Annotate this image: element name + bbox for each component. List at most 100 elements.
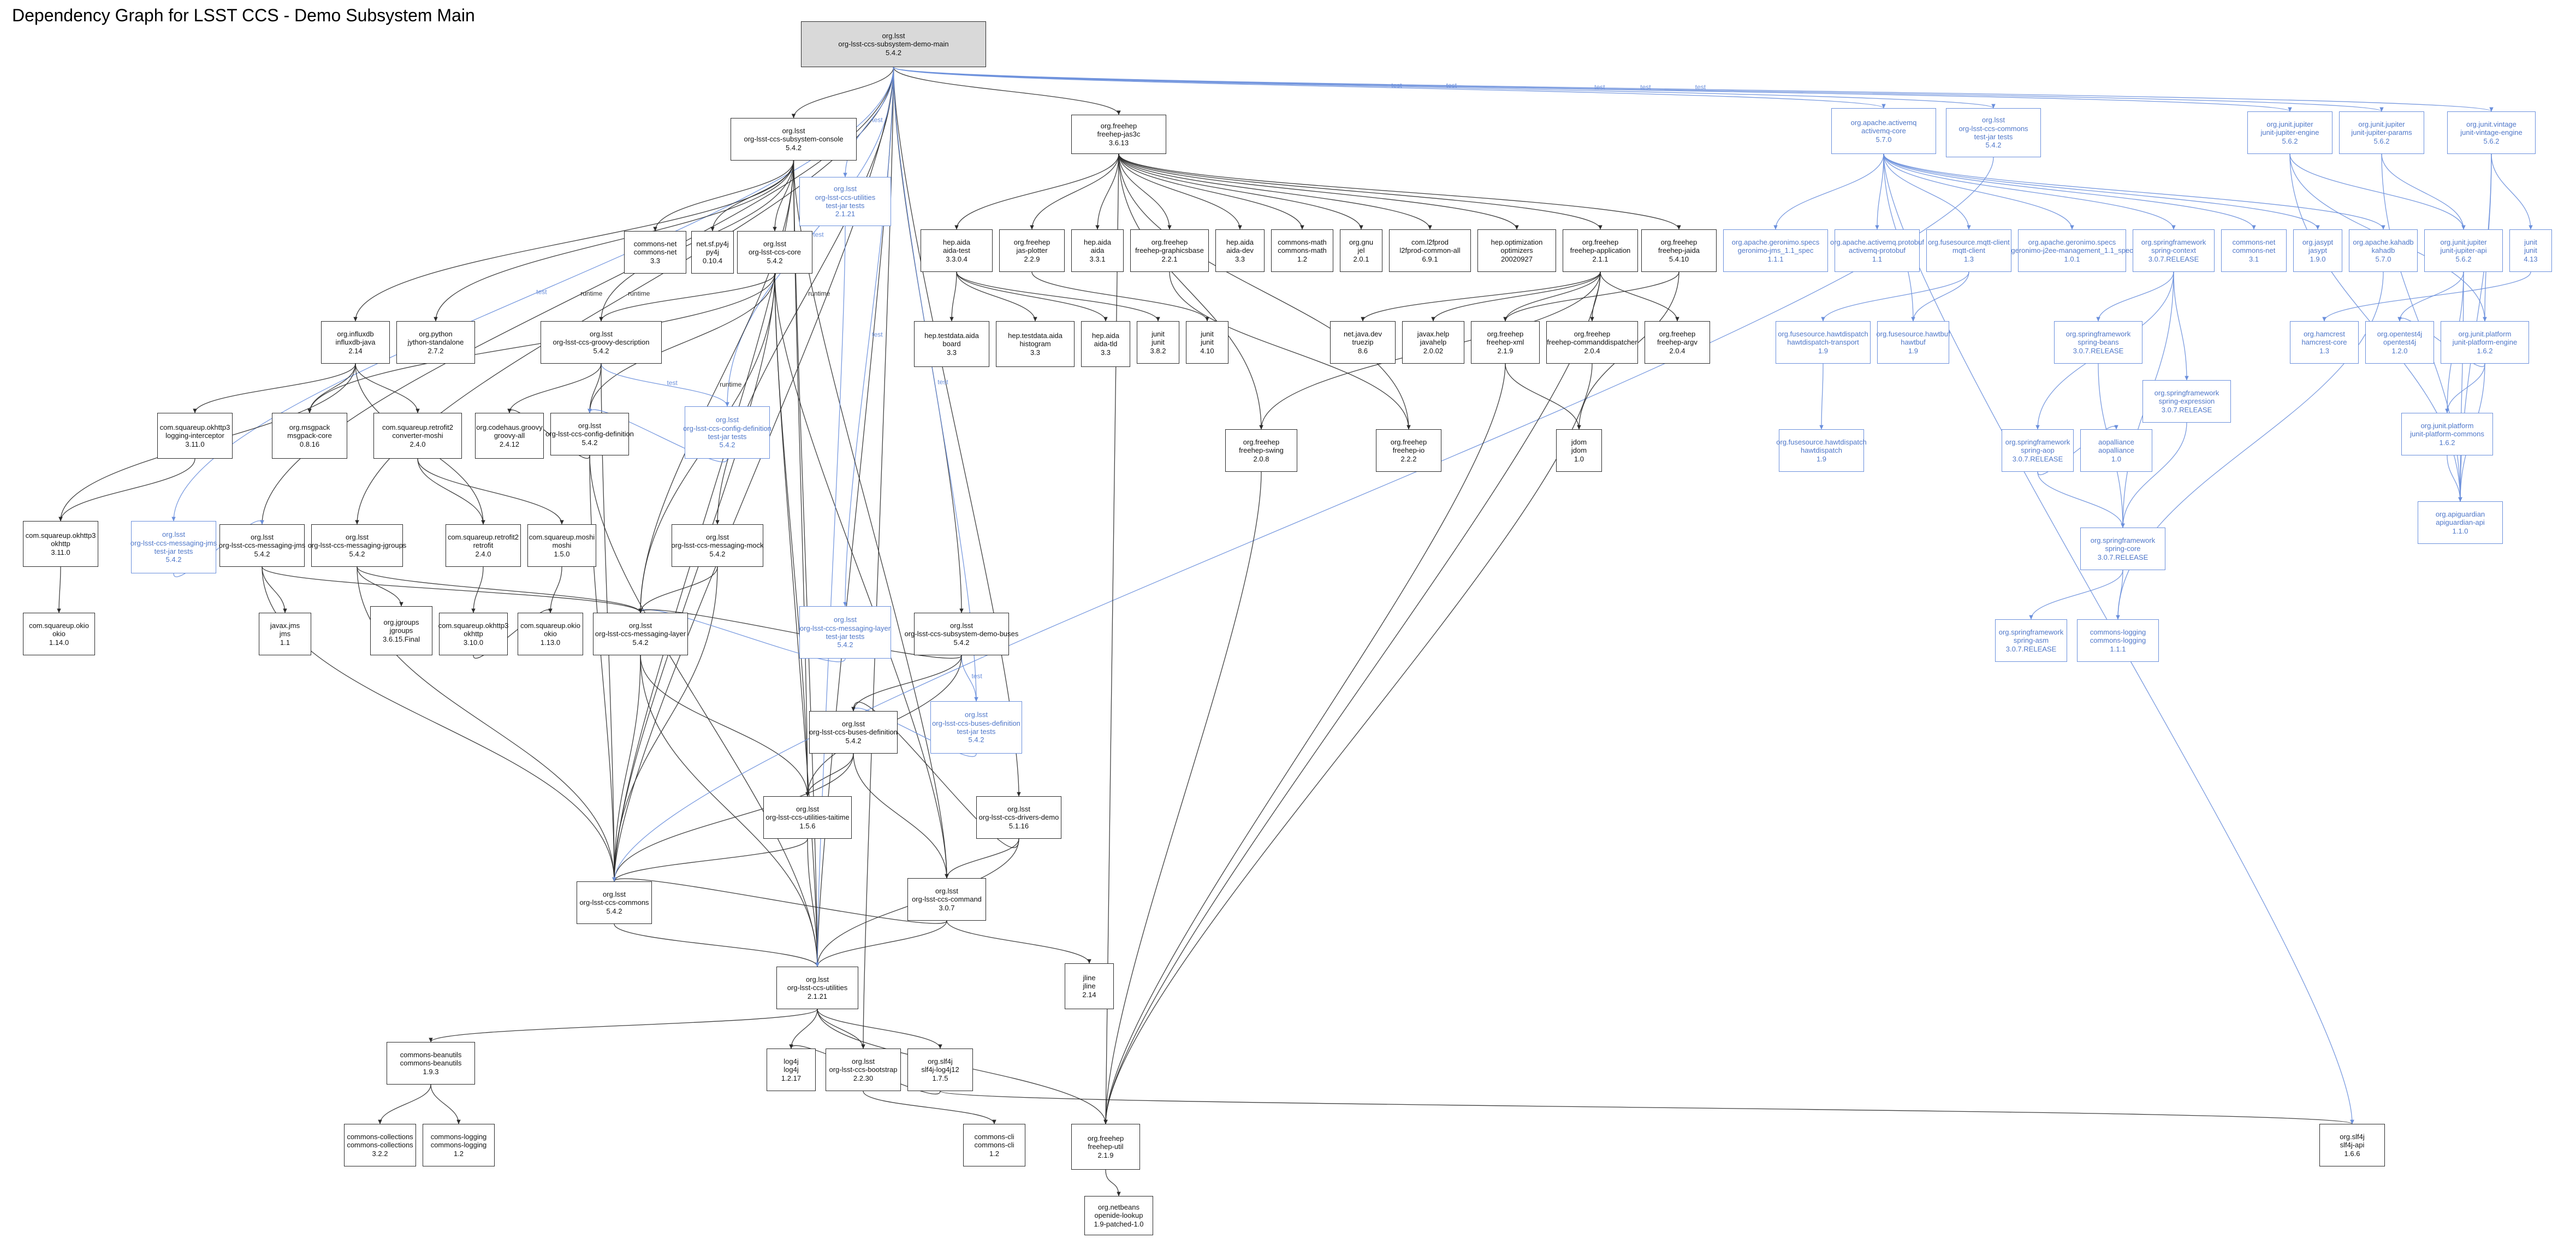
dep-node-label: 4.13: [2524, 254, 2538, 263]
dep-node-label: org.springframework: [2090, 536, 2156, 544]
dep-edge-root--bootstrap: [861, 67, 894, 1049]
dep-edge-root--buses-def-tests: [893, 67, 978, 702]
dep-node-label: org.freehep: [1151, 238, 1188, 246]
dep-edge-config-def--groovy-all: [507, 408, 590, 459]
dep-edge-root--ccs-commons: [612, 67, 894, 882]
dep-node-label: okio: [544, 630, 557, 638]
dep-node-label: org-lsst-ccs-messaging-layer: [799, 624, 891, 632]
dep-node-label: org.lsst: [965, 710, 988, 719]
dep-node-label: junit-vintage-engine: [2460, 128, 2522, 137]
dep-edge-jas3c--freehep-swing: [1118, 153, 1263, 430]
dep-node-label: 3.11.0: [51, 548, 70, 556]
dep-node-label: freehep-argv: [1657, 338, 1697, 347]
dep-node-label: spring-beans: [2078, 338, 2119, 347]
dep-node-label: 5.4.2: [632, 638, 649, 647]
dep-node-label: opentest4j: [2383, 338, 2416, 347]
dep-edge-ccs-utilities--commons-beanutils: [429, 1009, 818, 1042]
dep-node-label: commons-beanutils: [400, 1059, 462, 1068]
dep-node-label: org-lsst-ccs-utilities-taitime: [765, 813, 850, 822]
dep-edge-influxdb--msgpack: [307, 363, 356, 413]
dep-edge-aida-test--testdata-board: [949, 271, 957, 322]
dep-node-label: com.squareup.okhttp3: [159, 423, 230, 431]
dep-node-label: openide-lookup: [1094, 1211, 1143, 1220]
dep-edge-label: test: [872, 116, 883, 124]
dep-node-label: 5.4.2: [968, 736, 984, 744]
dep-edge-aida-test--testdata-hist: [956, 271, 1037, 322]
dep-node-label: org-lsst-ccs-commons: [579, 898, 649, 907]
dep-node-label: 1.2.17: [781, 1074, 802, 1082]
dep-node-label: org.fusesource.mqtt-client: [1928, 238, 2010, 246]
dep-node-label: junit-jupiter-api: [2440, 246, 2487, 255]
dep-node-label: 1.1: [280, 638, 290, 647]
dep-node-label: org.apache.activemq: [1850, 119, 1917, 127]
dep-node-label: commons-collections: [347, 1141, 413, 1150]
dep-node-label: org.freehep: [1574, 330, 1611, 338]
dep-edge-config-def-tests--config-def: [587, 408, 728, 463]
dep-node-label: org.junit.jupiter: [2440, 238, 2487, 246]
dep-node-label: 2.2.30: [853, 1074, 874, 1082]
dep-node-label: 20020927: [1501, 254, 1533, 263]
dep-node-label: 1.2.0: [2391, 346, 2408, 355]
dep-node-label: org.lsst: [834, 615, 857, 624]
dep-edge-mqtt-client--hawtbuf: [1911, 271, 1969, 322]
dep-node-label: apiguardian-api: [2436, 518, 2485, 527]
dep-edge-spring-aop--spring-core: [2037, 471, 2125, 528]
dep-node-label: freehep-graphicsbase: [1135, 246, 1204, 255]
dep-node-label: freehep-swing: [1239, 446, 1284, 455]
dep-node-label: org-lsst-ccs-config-definition: [545, 430, 634, 439]
dep-edge-aida-test--aida-tld: [956, 271, 1108, 322]
dep-node-label: 2.2.1: [1161, 254, 1178, 263]
dep-node-label: 1.13.0: [540, 638, 561, 647]
dep-node-label: spring-asm: [2013, 636, 2049, 645]
dep-node-label: org-lsst-ccs-buses-definition: [809, 728, 898, 737]
dep-edge-drivers-demo--buses-def: [851, 702, 1019, 848]
dep-node-label: jdom: [1571, 446, 1587, 455]
graph-title: Dependency Graph for LSST CCS - Demo Sub…: [12, 5, 475, 25]
dep-edge-root--console: [791, 67, 894, 119]
dep-node-label: 5.6.2: [2483, 137, 2500, 145]
dep-node-label: junit-jupiter-params: [2351, 128, 2412, 137]
dep-node-label: 3.1: [2248, 254, 2259, 263]
dep-node-label: 3.3: [650, 256, 661, 265]
dep-edge-platform-engine--platform-commons: [2445, 363, 2485, 413]
dep-edge-label: runtime: [808, 290, 830, 298]
dep-node-label: aida-tld: [1094, 340, 1118, 348]
dep-node-label: log4j: [784, 1057, 799, 1065]
dep-edge-spring-aop--aopalliance: [2037, 425, 2118, 476]
dep-edge-jas3c--jel: [1118, 153, 1363, 230]
dep-node-label: org.slf4j: [2340, 1133, 2365, 1141]
dep-edge-root--activemq-core: [893, 67, 1886, 109]
dep-node-label: 5.4.2: [1985, 141, 2002, 150]
dep-edge-influxdb--logging-interceptor: [193, 363, 356, 413]
dep-node-label: 4.10: [1200, 346, 1214, 355]
dep-node-label: org-lsst-ccs-config-definition: [683, 424, 771, 433]
dep-edge-groovy-desc--groovy-all: [507, 363, 602, 413]
dep-edge-freehep-swing--freehep-util: [1103, 471, 1262, 1124]
dep-node-label: 5.4.2: [786, 143, 802, 152]
dep-edge-console--jython: [434, 160, 794, 322]
dep-node-label: org-lsst-ccs-commons: [1958, 124, 2028, 133]
